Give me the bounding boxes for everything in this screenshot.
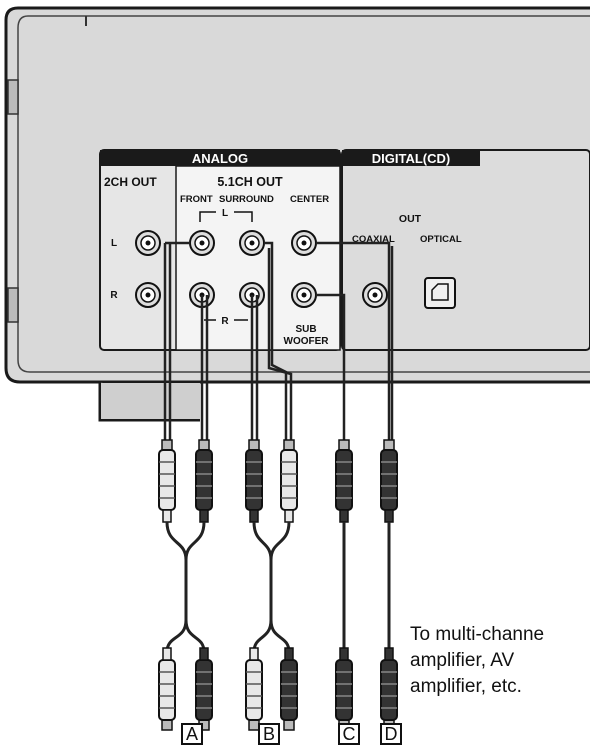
cable-b-right <box>269 521 291 653</box>
wire-surround-l <box>264 241 288 452</box>
cable-a-left <box>165 521 188 653</box>
plug-c-bottom <box>335 647 353 731</box>
cable-label-c: C <box>338 723 360 745</box>
plug-a-bottom-right <box>195 647 213 731</box>
label-sub: SUB <box>295 324 316 335</box>
label-row-r: R <box>110 290 118 301</box>
digital-header: DIGITAL(CD) <box>372 151 450 166</box>
label-surround: SURROUND <box>219 194 274 205</box>
label-51ch-out: 5.1CH OUT <box>217 175 283 189</box>
wire-center <box>316 241 391 452</box>
plug-b-top-left <box>245 439 263 523</box>
jack-2ch-l <box>135 230 161 256</box>
analog-header: ANALOG <box>192 151 248 166</box>
jack-front-l <box>189 230 215 256</box>
plug-a-bottom-left <box>158 647 176 731</box>
jack-surround-l <box>239 230 265 256</box>
label-l-bracket: L <box>222 208 228 219</box>
jack-center <box>291 230 317 256</box>
plug-b-bottom-left <box>245 647 263 731</box>
wire-subwoofer <box>316 293 346 452</box>
label-woofer: WOOFER <box>284 336 330 347</box>
label-coaxial: COAXIAL <box>352 234 395 245</box>
cable-label-a: A <box>181 723 203 745</box>
plug-a-top-left <box>158 439 176 523</box>
optical-port <box>424 277 456 309</box>
label-front: FRONT <box>180 194 213 205</box>
label-row-l: L <box>111 238 117 249</box>
plug-c-top <box>335 439 353 523</box>
cable-a-right <box>184 521 206 653</box>
note-line-2: amplifier, AV <box>410 650 515 671</box>
note-line-1: To multi-channe <box>410 624 545 645</box>
label-optical: OPTICAL <box>420 234 462 245</box>
note-line-3: amplifier, etc. <box>410 676 522 697</box>
plug-b-top-right <box>280 439 298 523</box>
cable-b-left <box>252 521 273 653</box>
digital-section: DIGITAL(CD) OUT COAXIAL OPTICAL <box>341 149 590 351</box>
cable-plugs <box>158 439 398 731</box>
jack-subwoofer <box>291 282 317 308</box>
label-r-bracket: R <box>221 316 229 327</box>
jack-coaxial <box>362 282 388 308</box>
label-2ch-out: 2CH OUT <box>104 175 157 189</box>
label-out: OUT <box>399 213 422 225</box>
cable-label-d: D <box>380 723 402 745</box>
plug-b-bottom-right <box>280 647 298 731</box>
plug-d-bottom <box>380 647 398 731</box>
jack-2ch-r <box>135 282 161 308</box>
plug-a-top-right <box>195 439 213 523</box>
wires <box>163 241 394 452</box>
label-center: CENTER <box>290 194 329 205</box>
cable-label-b: B <box>258 723 280 745</box>
plug-d-top <box>380 439 398 523</box>
